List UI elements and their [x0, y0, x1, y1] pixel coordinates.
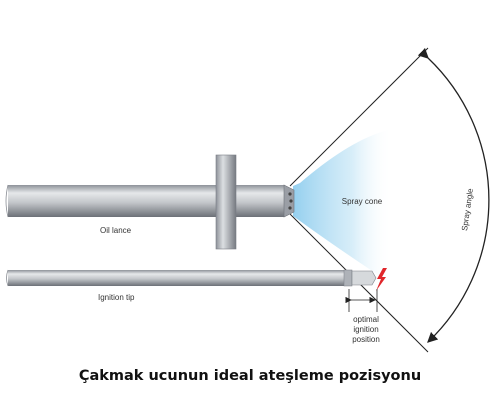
- flange: [215, 154, 237, 250]
- oil-lance-label: Oil lance: [100, 226, 132, 235]
- spray-cone: [293, 130, 392, 284]
- oil-lance-pipe: [5, 184, 295, 218]
- nozzle-holes: [288, 192, 293, 210]
- ignition-tip-label: Ignition tip: [98, 293, 135, 302]
- lightning-bolt-icon: [376, 268, 387, 291]
- spray-angle-label: Spray angle: [460, 187, 475, 231]
- optimal-label-line-1: optimal: [353, 315, 379, 324]
- optimal-label-line-3: position: [352, 335, 380, 344]
- spray-cone-label: Spray cone: [342, 197, 383, 206]
- spray-boundary-upper: [289, 47, 429, 187]
- ignition-tip-pipe: [6, 269, 377, 287]
- spray-angle-arc: [417, 47, 490, 343]
- optimal-position-dimension: [345, 289, 378, 312]
- figure-caption: Çakmak ucunun ideal ateşleme pozisyonu: [78, 368, 422, 384]
- optimal-label-line-2: ignition: [353, 325, 378, 334]
